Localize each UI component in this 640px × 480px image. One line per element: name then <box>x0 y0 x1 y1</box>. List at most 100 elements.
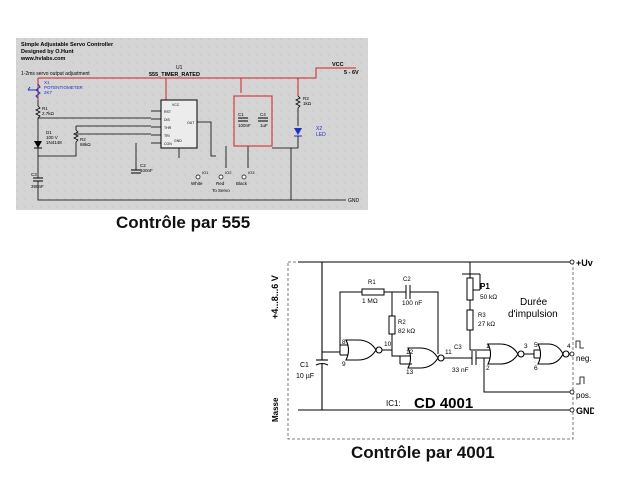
r2-label: R2 <box>80 137 86 142</box>
led-x2 <box>294 128 302 135</box>
impulsion-label: d'impulsion <box>508 309 558 320</box>
r3-value: 1kΩ <box>303 101 312 106</box>
pin-6: 6 <box>534 365 538 372</box>
pin-3: 3 <box>524 343 528 350</box>
pin-12: 12 <box>406 349 414 356</box>
x2-label: X2 <box>316 126 322 132</box>
pin-gnd: GND <box>174 139 182 143</box>
c1-label: C1 <box>238 112 244 117</box>
r3-value: 27 kΩ <box>478 321 495 328</box>
connector-io3 <box>241 174 247 180</box>
potentiometer-p1 <box>462 262 481 308</box>
resistor-r3 <box>466 308 474 350</box>
pin-11: 11 <box>445 349 452 356</box>
capacitor-c1 <box>238 117 248 122</box>
ic-555 <box>160 99 198 149</box>
d1-voltage: 100 V <box>46 135 58 140</box>
nor-gate-1 <box>345 339 383 361</box>
schematic-4001: +4...8...6 V Masse +Uv GND C1 10 µF R1 1… <box>258 244 597 440</box>
vcc-label: VCC <box>332 62 344 68</box>
c3-label: C3 <box>31 172 37 177</box>
r2-value: 82 kΩ <box>398 328 415 335</box>
terminal-uv <box>569 259 575 265</box>
connector-io2 <box>218 174 224 180</box>
c4-value: 1uF <box>260 123 268 128</box>
r1-value: 1 MΩ <box>362 298 378 305</box>
masse-label: Masse <box>271 397 280 422</box>
gate-1-wiring <box>322 344 412 357</box>
x1-type: POTENTIOMETER <box>44 85 84 90</box>
pin-con: CON <box>164 142 172 146</box>
pin-rst: RST <box>164 110 172 114</box>
c3-label: C3 <box>454 345 462 351</box>
gate-2-wiring <box>399 351 490 365</box>
resistor-r2 <box>38 126 79 157</box>
c1-label: C1 <box>300 362 309 369</box>
header-line-3: www.hvlabs.com <box>20 56 66 62</box>
pin-out: OUT <box>187 121 195 125</box>
capacitor-c1 <box>315 262 329 410</box>
c4-label: C4 <box>260 112 266 117</box>
timer-label: 555_TIMER_RATED <box>149 72 200 78</box>
pin-dis: DIS <box>164 118 171 122</box>
x1-value: 2K7 <box>44 90 53 95</box>
c2-label: C2 <box>403 277 411 283</box>
voltage-label: 5 - 6V <box>344 70 359 76</box>
r2-label: R2 <box>398 320 406 326</box>
pin-5: 5 <box>534 342 538 349</box>
pin-tri: TRI <box>164 134 170 138</box>
resistor-r3 <box>295 95 301 126</box>
p1-value: 50 kΩ <box>480 294 497 301</box>
c1-value: 10 µF <box>296 373 314 380</box>
x1-label: X1 <box>44 80 50 85</box>
pin-13: 13 <box>406 369 414 376</box>
gnd-label: GND <box>348 198 360 204</box>
r1-label: R1 <box>368 280 376 286</box>
c2-value: 100 nF <box>402 300 422 307</box>
c3-value: 390nF <box>31 184 44 189</box>
potentiometer-x1 <box>27 83 41 99</box>
x2-type: LED <box>316 132 326 138</box>
neg-pulse-icon <box>575 340 584 349</box>
schematic-555-drawing: Simple Adjustable Servo Controller Desig… <box>16 38 368 210</box>
gnd-label: GND <box>576 406 594 416</box>
neg-label: neg. <box>576 354 592 363</box>
r3-label: R3 <box>303 96 309 101</box>
ground-rail <box>37 181 346 201</box>
schematic-4001-drawing: +4...8...6 V Masse +Uv GND C1 10 µF R1 1… <box>270 258 597 440</box>
uv-label: +Uv <box>576 258 593 268</box>
pin-9: 9 <box>342 361 346 368</box>
c1-c4-frame <box>233 95 273 147</box>
nor-gate-4 <box>537 343 570 365</box>
pin-10: 10 <box>384 341 392 348</box>
c1-value: 100nF <box>238 123 251 128</box>
io2-label: IO2 <box>225 170 232 175</box>
terminal-gnd <box>569 407 575 413</box>
pin-4: 4 <box>567 343 571 350</box>
terminal-neg <box>569 351 575 357</box>
pin-2: 2 <box>486 365 490 372</box>
pin-thr: THR <box>164 126 172 130</box>
rc-network <box>339 285 439 354</box>
led-wire <box>272 136 299 149</box>
pin-1: 1 <box>486 343 490 350</box>
ic-label: IC1: <box>386 399 401 408</box>
r2-value: 68kΩ <box>80 142 91 147</box>
pos-pulse-icon <box>576 376 585 385</box>
r1-value: 2.7kΩ <box>42 111 55 116</box>
caption-4001: Contrôle par 4001 <box>351 443 495 462</box>
servo-note: 1-2ms servo output adjustment <box>21 71 90 77</box>
p1-label: P1 <box>480 282 490 291</box>
capacitor-c4 <box>258 117 268 122</box>
supply-voltage-label: +4...8...6 V <box>270 275 280 319</box>
c3-value: 33 nF <box>452 367 469 374</box>
d1-part: 1N4148 <box>46 140 62 145</box>
header-line-1: Simple Adjustable Servo Controller <box>21 42 114 48</box>
to-servo-label: To Servo <box>212 188 230 193</box>
schematic-555: Simple Adjustable Servo Controller Desig… <box>16 38 368 210</box>
nor-gate-3 <box>487 343 525 365</box>
wire-white: White <box>191 181 203 186</box>
c2-value: 100nF <box>140 168 153 173</box>
duree-label: Durée <box>520 297 548 308</box>
pin-vcc: VCC <box>172 103 180 107</box>
